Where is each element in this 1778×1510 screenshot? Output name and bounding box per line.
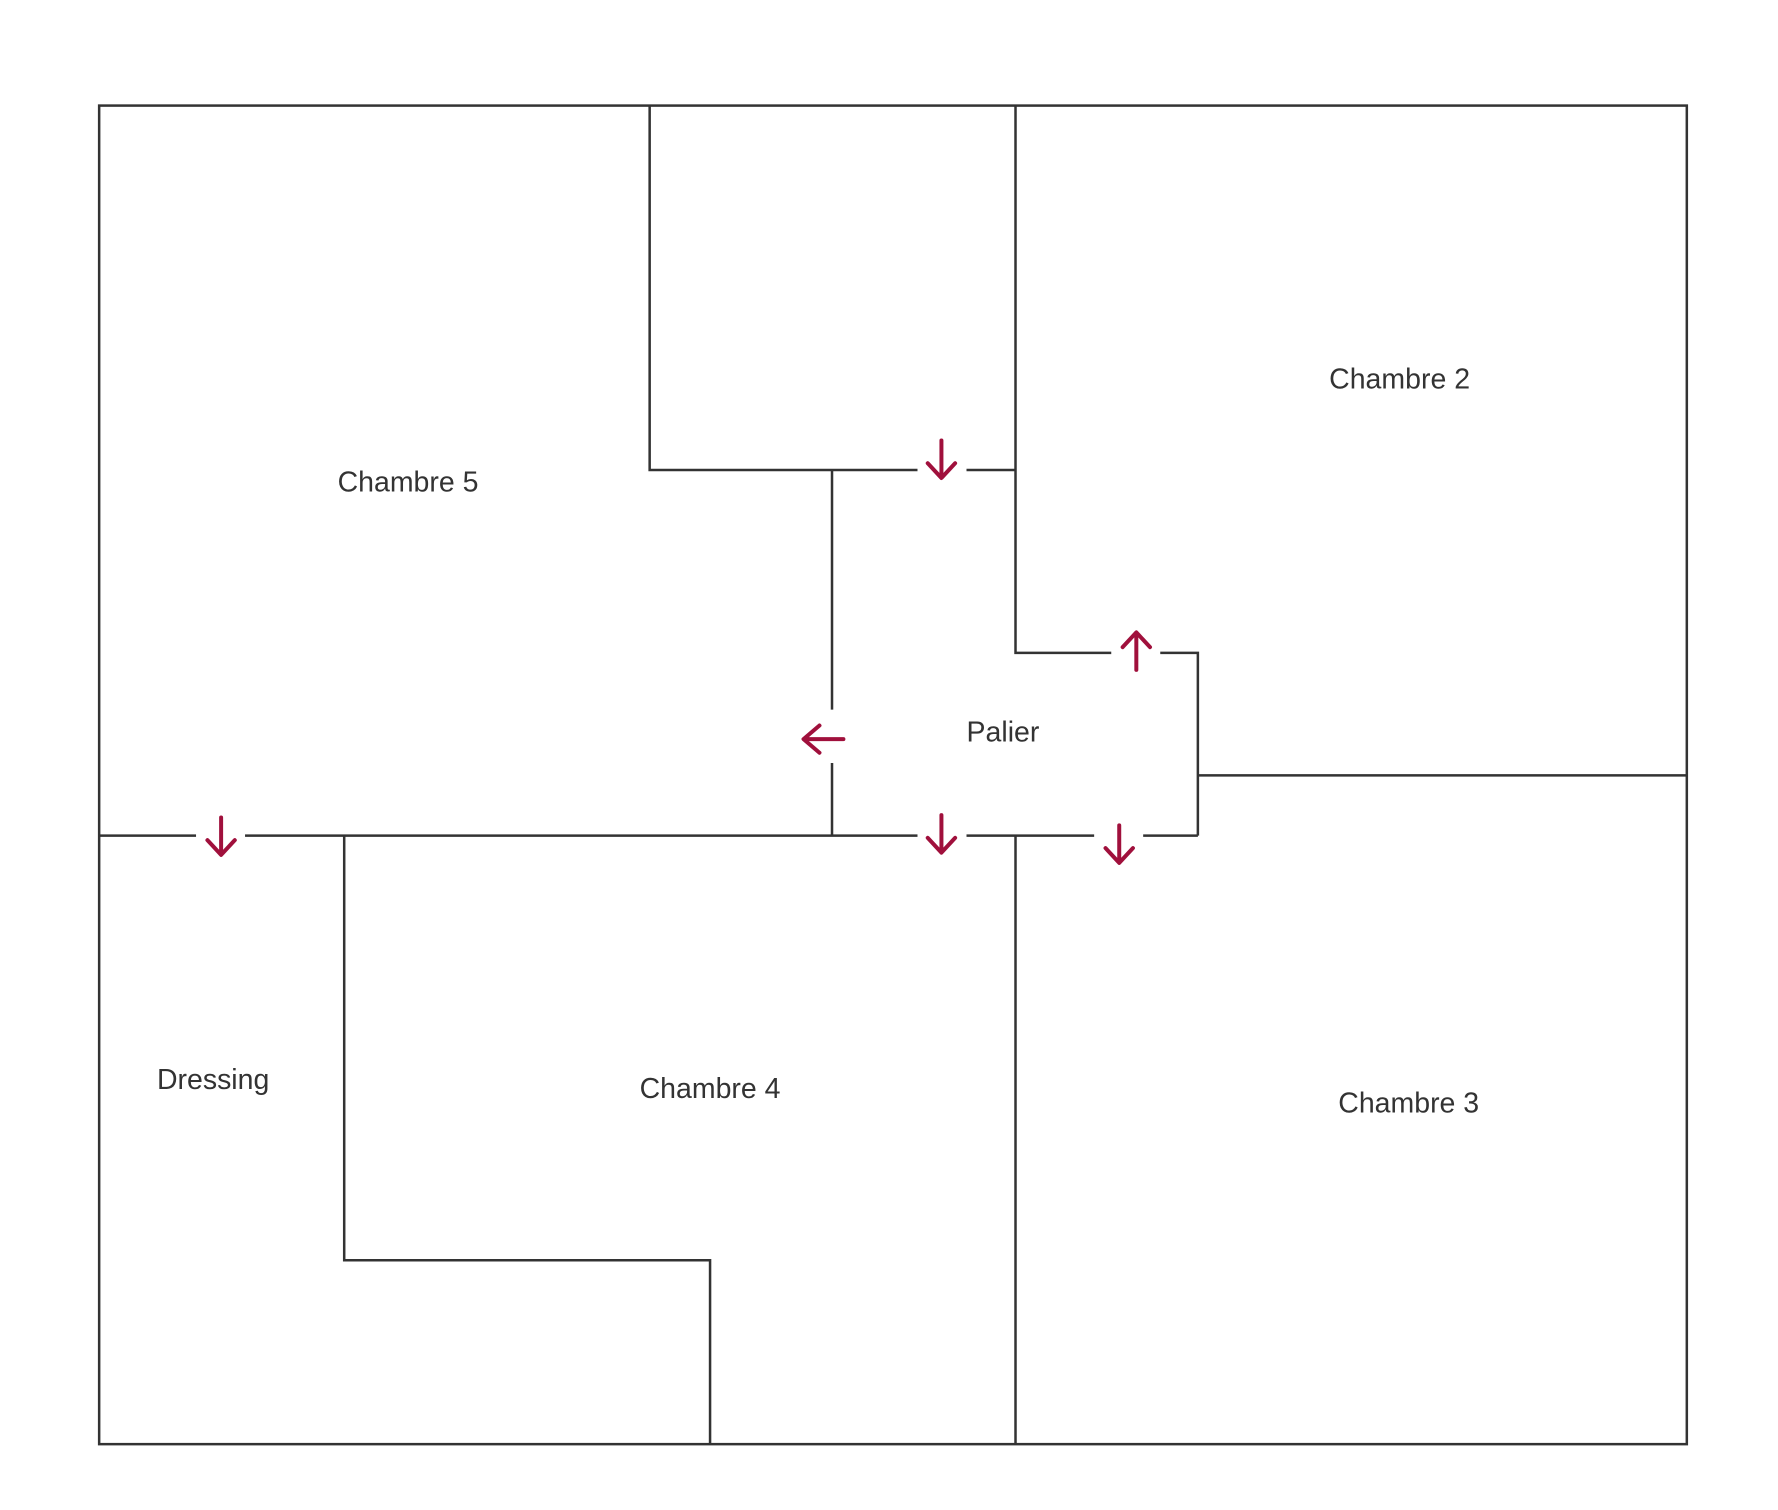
arrow-left-icon	[801, 723, 846, 755]
room-labels: Chambre 5 Chambre 2 Palier Dressing Cham…	[157, 363, 1479, 1119]
room-label-chambre5: Chambre 5	[338, 467, 479, 499]
arrow-down-icon	[1103, 823, 1135, 865]
wall-chambre2	[1014, 105, 1687, 836]
arrow-up-icon	[1120, 630, 1152, 672]
arrow-down-icon	[925, 813, 958, 855]
room-label-palier: Palier	[967, 716, 1040, 748]
room-label-chambre2: Chambre 2	[1329, 363, 1470, 395]
room-label-chambre3: Chambre 3	[1338, 1088, 1479, 1120]
room-label-chambre4: Chambre 4	[640, 1073, 781, 1105]
door-arrows	[205, 438, 1152, 865]
wall-top-closet	[648, 105, 1016, 472]
wall-chambre4	[342, 835, 712, 1445]
room-label-dressing: Dressing	[157, 1064, 269, 1096]
arrow-down-icon	[925, 438, 958, 480]
arrow-down-icon	[205, 815, 237, 857]
walls	[97, 104, 1689, 1446]
